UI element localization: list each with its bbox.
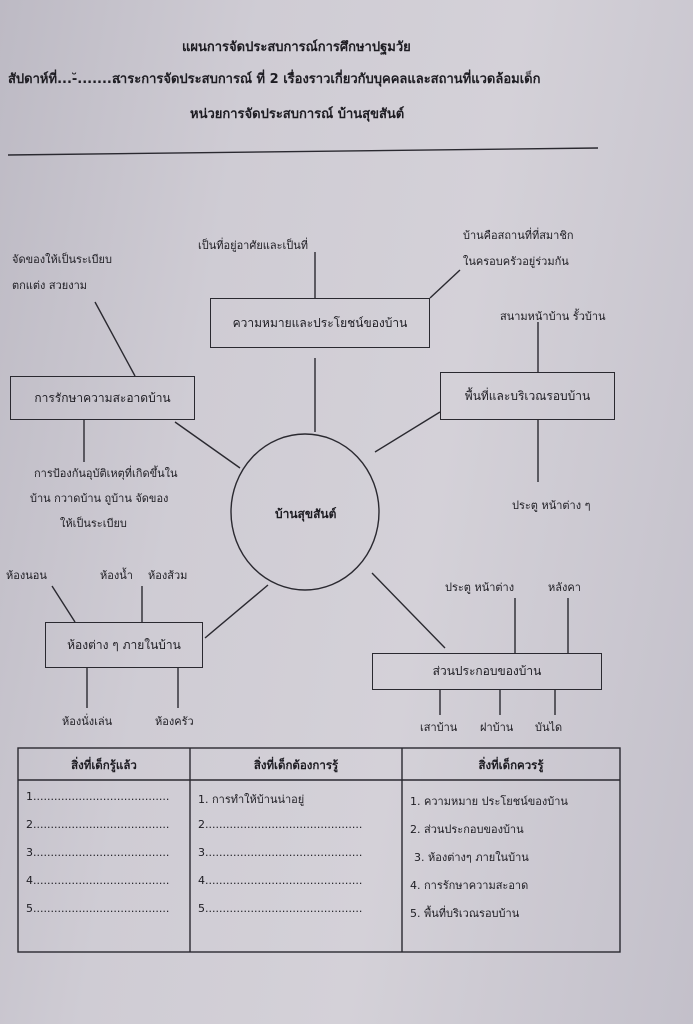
- table-cell: 4.......................................: [26, 874, 170, 887]
- table-cell: 2.......................................…: [198, 818, 363, 831]
- table-header-known: สิ่งที่เด็กรู้แล้ว: [71, 758, 137, 772]
- leaf-text: ห้องน้ำ: [100, 569, 133, 582]
- leaf-text: ห้องนั่งเล่น: [62, 715, 113, 728]
- leaf-text: ฝาบ้าน: [480, 721, 514, 734]
- table-cell: 1.......................................: [26, 790, 170, 803]
- leaf-text: เสาบ้าน: [420, 721, 458, 734]
- table-cell: 4. การรักษาความสะอาด: [410, 879, 529, 892]
- node-parts-label: ส่วนประกอบของบ้าน: [432, 664, 542, 678]
- leaf-text: ห้องครัว: [155, 715, 194, 728]
- leaf-text: บ้านคือสถานที่ที่สมาชิก: [463, 229, 574, 242]
- table-cell: 3.......................................: [26, 846, 170, 859]
- node-meaning: ความหมายและประโยชน์ของบ้าน: [210, 298, 430, 348]
- leaf-text: การป้องกันอุบัติเหตุที่เกิดขึ้นใน: [34, 467, 178, 480]
- node-rooms: ห้องต่าง ๆ ภายในบ้าน: [45, 622, 203, 668]
- table-header-want: สิ่งที่เด็กต้องการรู้: [253, 758, 339, 772]
- leaf-text: บันได: [535, 721, 563, 734]
- leaf-text: ห้องนอน: [6, 569, 47, 582]
- leaf-text: ในครอบครัวอยู่ร่วมกัน: [463, 255, 569, 268]
- table-cell: 3. ห้องต่างๆ ภายในบ้าน: [414, 851, 529, 864]
- node-cleaning-label: การรักษาความสะอาดบ้าน: [34, 390, 171, 405]
- unit-line: หน่วยการจัดประสบการณ์ บ้านสุขสันต์: [190, 107, 405, 122]
- table-cell: 4.......................................…: [198, 874, 363, 887]
- node-parts: ส่วนประกอบของบ้าน: [372, 653, 602, 690]
- table-header-should: สิ่งที่เด็กควรรู้: [478, 758, 544, 772]
- node-meaning-label: ความหมายและประโยชน์ของบ้าน: [232, 315, 408, 330]
- table-cell: 1. ความหมาย ประโยชน์ของบ้าน: [410, 795, 568, 808]
- table-cell: 3.......................................…: [198, 846, 363, 859]
- leaf-text: หลังคา: [548, 581, 581, 594]
- node-cleaning: การรักษาความสะอาดบ้าน: [10, 376, 195, 420]
- leaf-text: ประตู หน้าต่าง: [445, 581, 515, 594]
- leaf-text: บ้าน กวาดบ้าน ถูบ้าน จัดของ: [30, 492, 169, 505]
- leaf-text: ตกแต่ง สวยงาม: [12, 279, 88, 292]
- center-topic: บ้านสุขสันต์: [275, 507, 337, 521]
- table-cell: 2. ส่วนประกอบของบ้าน: [410, 823, 524, 836]
- leaf-text: เป็นที่อยู่อาศัยและเป็นที่: [198, 239, 309, 252]
- subject-line: สาระการจัดประสบการณ์ ที่ 2 เรื่องราวเกี่…: [112, 72, 541, 87]
- leaf-text: ให้เป็นระเบียบ: [60, 517, 127, 530]
- node-rooms-label: ห้องต่าง ๆ ภายในบ้าน: [67, 637, 181, 652]
- table-cell: 5. พื้นที่บริเวณรอบบ้าน: [410, 907, 520, 920]
- week-label: สัปดาห์ที่...-̆.........: [8, 72, 122, 87]
- table-cell: 1. การทำให้บ้านน่าอยู่: [198, 793, 305, 806]
- table-cell: 5.......................................: [26, 902, 170, 915]
- node-area: พื้นที่และบริเวณรอบบ้าน: [440, 372, 615, 420]
- table-cell: 2.......................................: [26, 818, 170, 831]
- plan-title: แผนการจัดประสบการณ์การศึกษาปฐมวัย: [182, 40, 411, 55]
- leaf-text: ประตู หน้าต่าง ๆ: [512, 499, 591, 512]
- leaf-text: ห้องส้วม: [148, 569, 188, 582]
- leaf-text: สนามหน้าบ้าน รั้วบ้าน: [500, 310, 606, 323]
- table-cell: 5.......................................…: [198, 902, 363, 915]
- leaf-text: จัดของให้เป็นระเบียบ: [12, 253, 112, 266]
- node-area-label: พื้นที่และบริเวณรอบบ้าน: [464, 388, 591, 403]
